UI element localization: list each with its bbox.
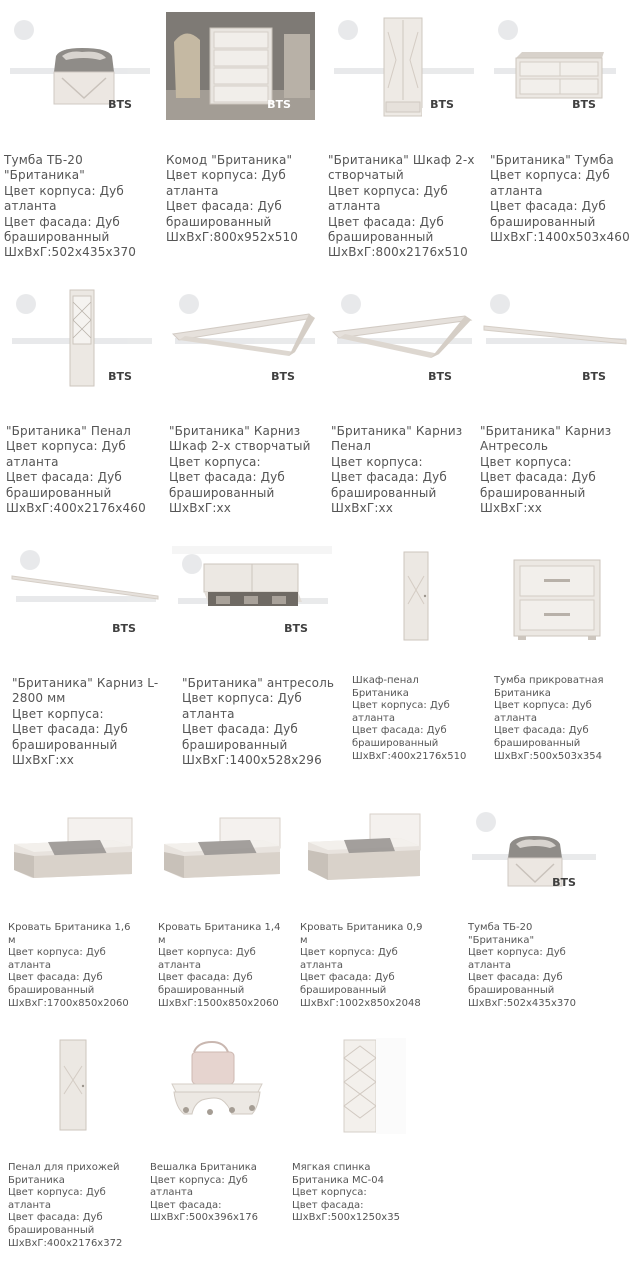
product-caption: Кровать Британика 1,4 м Цвет корпуса: Ду… [158, 922, 281, 1009]
coat-rack-icon [171, 1040, 263, 1115]
product-image[interactable]: BTS [328, 12, 478, 120]
pouf-icon [472, 812, 596, 887]
product-caption: Пенал для прихожей Британика Цвет корпус… [8, 1162, 123, 1249]
tall-cabinet-icon [59, 1039, 87, 1131]
product-image[interactable]: BTS [490, 12, 620, 120]
product-caption: "Британика" Карниз L- 2800 мм Цвет корпу… [12, 676, 159, 768]
product-image[interactable] [300, 806, 432, 896]
brand-logo-icon: BTS [430, 98, 454, 111]
product-image[interactable]: BTS [166, 12, 315, 120]
product-caption: Кровать Британика 0,9 м Цвет корпуса: Ду… [300, 922, 423, 1009]
product-image[interactable] [162, 1038, 272, 1132]
svg-text:BTS: BTS [112, 622, 136, 635]
bed-icon [14, 817, 133, 878]
brand-logo-icon: BTS [552, 876, 576, 889]
product-caption: Комод "Британика" Цвет корпуса: Дуб атла… [166, 153, 299, 245]
product-caption: Мягкая спинка Британика МС-04 Цвет корпу… [292, 1162, 400, 1224]
pouf-icon [10, 20, 154, 118]
product-image[interactable] [56, 1038, 90, 1132]
svg-text:BTS: BTS [582, 370, 606, 383]
svg-text:BTS: BTS [108, 370, 132, 383]
product-caption: Кровать Британика 1,6 м Цвет корпуса: Ду… [8, 922, 131, 1009]
cornice-icon [171, 294, 315, 356]
bed-icon [164, 817, 281, 878]
svg-text:BTS: BTS [271, 370, 295, 383]
product-caption: Тумба прикроватная Британика Цвет корпус… [494, 675, 604, 762]
product-caption: "Британика" Карниз Пенал Цвет корпуса: Ц… [331, 424, 463, 516]
cornice-long-icon [483, 294, 627, 345]
brand-logo-icon: BTS [271, 370, 295, 383]
bed-icon [308, 813, 421, 880]
product-caption: "Британика" антресоль Цвет корпуса: Дуб … [182, 676, 335, 768]
product-image[interactable]: BTS [172, 546, 332, 644]
svg-text:BTS: BTS [108, 98, 132, 111]
brand-logo-icon: BTS [267, 98, 291, 111]
nightstand-icon [513, 559, 601, 640]
cornice-long-icon [11, 550, 159, 602]
wardrobe-icon [334, 17, 476, 118]
product-image[interactable]: BTS [6, 286, 156, 392]
svg-text:BTS: BTS [572, 98, 596, 111]
product-image[interactable] [338, 1038, 406, 1134]
product-caption: Шкаф-пенал Британика Цвет корпуса: Дуб а… [352, 675, 467, 762]
mezzanine-icon [172, 546, 332, 606]
product-image[interactable]: BTS [468, 806, 600, 898]
product-caption: "Британика" Шкаф 2-х створчатый Цвет кор… [328, 153, 475, 260]
dresser-icon [166, 12, 315, 120]
tall-cabinet-icon [403, 551, 429, 641]
svg-text:BTS: BTS [284, 622, 308, 635]
svg-text:BTS: BTS [267, 98, 291, 111]
product-caption: Тумба ТБ-20 "Британика" Цвет корпуса: Ду… [4, 153, 137, 260]
product-caption: "Британика" Тумба Цвет корпуса: Дуб атла… [490, 153, 630, 245]
product-image[interactable]: BTS [169, 286, 319, 392]
tv-stand-icon [494, 20, 616, 99]
product-caption: "Британика" Карниз Антресоль Цвет корпус… [480, 424, 612, 516]
product-image[interactable]: BTS [331, 286, 476, 392]
product-image[interactable]: BTS [4, 12, 156, 120]
product-image[interactable]: BTS [10, 546, 160, 644]
product-image[interactable] [352, 546, 470, 644]
product-image[interactable] [158, 812, 292, 894]
brand-logo-icon: BTS [572, 98, 596, 111]
product-image[interactable]: BTS [480, 286, 630, 392]
svg-text:BTS: BTS [552, 876, 576, 889]
brand-logo-icon: BTS [108, 370, 132, 383]
cornice-icon [331, 294, 473, 358]
product-caption: Тумба ТБ-20 "Британика" Цвет корпуса: Ду… [468, 922, 576, 1009]
svg-text:BTS: BTS [430, 98, 454, 111]
brand-logo-icon: BTS [428, 370, 452, 383]
svg-text:BTS: BTS [428, 370, 452, 383]
soft-panel-icon [343, 1038, 406, 1134]
brand-logo-icon: BTS [582, 370, 606, 383]
product-caption: Вешалка Британика Цвет корпуса: Дуб атла… [150, 1162, 258, 1224]
product-image[interactable] [494, 546, 624, 644]
brand-logo-icon: BTS [108, 98, 132, 111]
product-caption: "Британика" Карниз Шкаф 2-х створчатый Ц… [169, 424, 311, 516]
product-caption: "Британика" Пенал Цвет корпуса: Дуб атла… [6, 424, 146, 516]
brand-logo-icon: BTS [112, 622, 136, 635]
glass-cabinet-icon [12, 289, 154, 390]
brand-logo-icon: BTS [284, 622, 308, 635]
product-image[interactable] [8, 812, 146, 894]
